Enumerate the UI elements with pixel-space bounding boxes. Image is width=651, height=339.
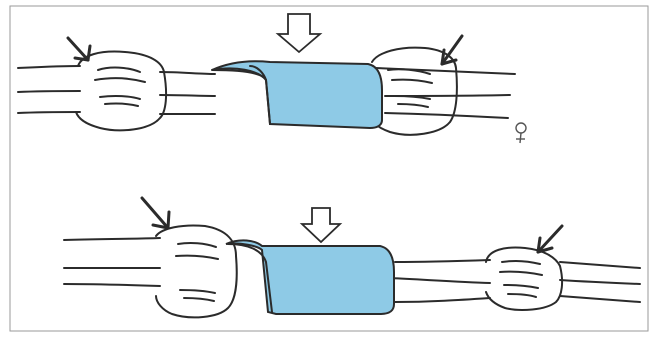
- bottom-arrow-right: [538, 226, 562, 252]
- bottom-left-bulge: [156, 225, 237, 317]
- top-wrap: [212, 61, 382, 128]
- bottom-arrow-center: [302, 208, 340, 242]
- bottom-right-bulge: [486, 248, 562, 310]
- top-arrow-left: [68, 38, 90, 60]
- top-arrow-center: [278, 14, 320, 52]
- bottom-panel: [64, 198, 640, 317]
- bottom-wrap: [226, 240, 394, 314]
- bottom-arrow-left: [142, 198, 169, 228]
- top-left-bulge: [76, 52, 166, 131]
- top-arrow-right: [442, 36, 462, 64]
- female-symbol-icon: [516, 123, 526, 143]
- top-panel: [18, 14, 515, 135]
